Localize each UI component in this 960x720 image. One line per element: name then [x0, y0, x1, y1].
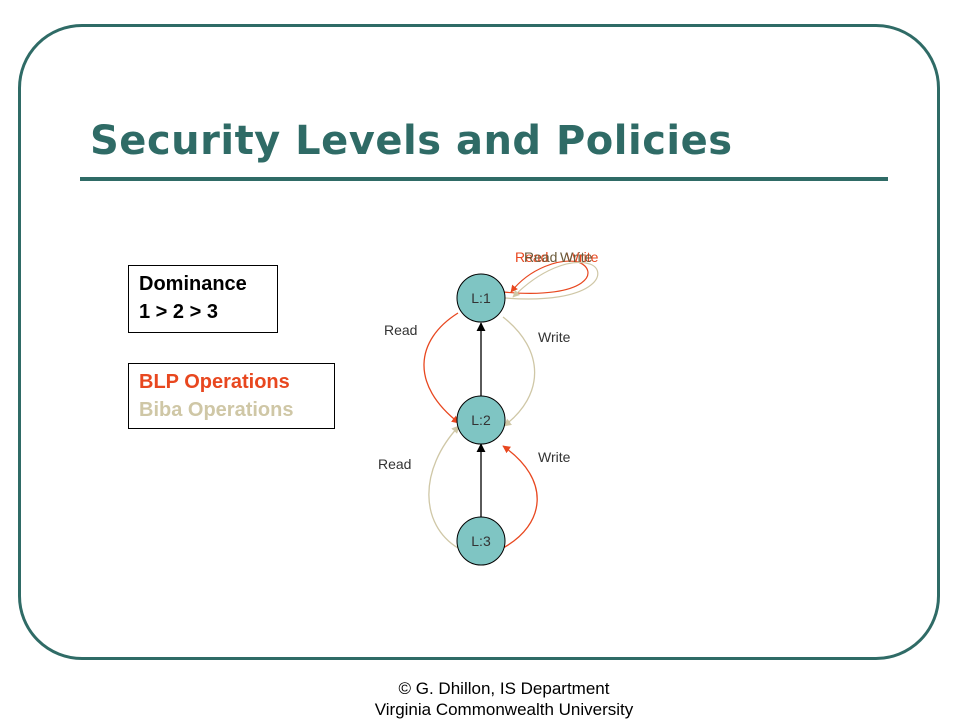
dominance-label: Dominance — [139, 273, 247, 295]
operations-legend: BLP Operations Biba Operations — [128, 363, 335, 429]
title-underline — [80, 177, 888, 181]
self-loop-label-read-overlay: Read — [524, 249, 557, 265]
node-l3: L:3 — [456, 516, 506, 566]
edge-label-read-upper: Read — [384, 322, 417, 338]
footer-copyright: © G. Dhillon, IS Department — [398, 679, 610, 698]
biba-write-l1-l2 — [502, 316, 536, 427]
blp-read-l1-l2 — [423, 312, 460, 424]
dominance-box: Dominance 1 > 2 > 3 — [128, 265, 278, 333]
dominance-order: 1 > 2 > 3 — [139, 301, 218, 323]
self-loop-label-write-overlay: Write — [560, 249, 593, 265]
slide-title: Security Levels and Policies — [90, 118, 733, 164]
node-l3-label: L:3 — [471, 533, 491, 549]
blp-self-loop-l1 — [502, 260, 589, 294]
edge-label-write-lower: Write — [538, 449, 571, 465]
edge-label-write-upper: Write — [538, 329, 571, 345]
node-l2-label: L:2 — [471, 412, 491, 428]
self-loop-label-write: Write — [566, 249, 599, 265]
node-l1: L:1 — [456, 273, 506, 323]
biba-self-loop-l1 — [504, 261, 599, 300]
edge-label-read-lower: Read — [378, 456, 411, 472]
legend-blp: BLP Operations — [139, 371, 290, 393]
self-loop-label-read: Read — [515, 249, 548, 265]
footer-institution: Virginia Commonwealth University — [374, 700, 634, 719]
node-l1-label: L:1 — [471, 290, 491, 306]
node-l2: L:2 — [456, 395, 506, 445]
biba-read-l2-l3 — [428, 425, 460, 549]
legend-biba: Biba Operations — [139, 399, 294, 421]
blp-write-l2-l3 — [502, 445, 538, 549]
